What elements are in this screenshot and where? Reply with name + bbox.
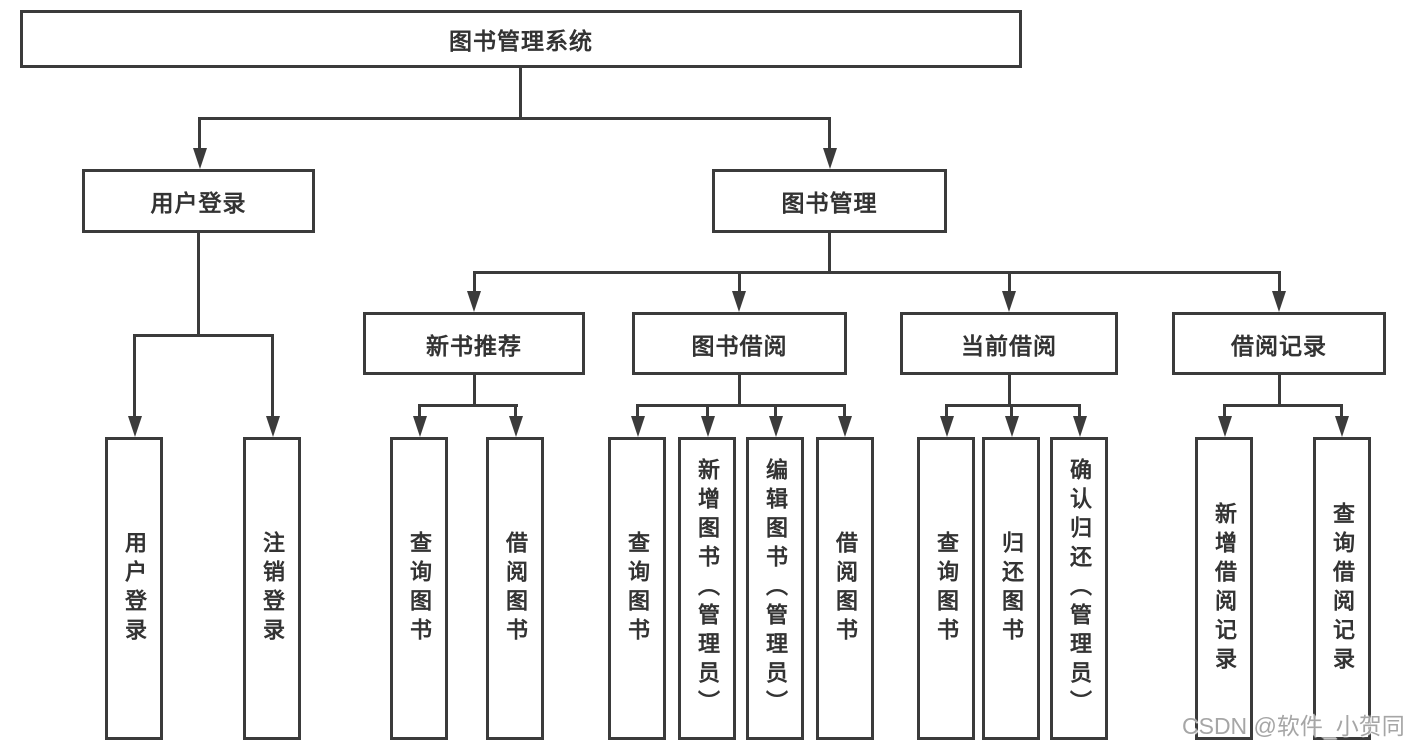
csdn-watermark: CSDN @软件_小贺同学 [1182, 713, 1405, 739]
connector-line [198, 117, 201, 151]
leaf-logout: 注销登录 [243, 437, 301, 740]
node-new-book-recommendation: 新书推荐 [363, 312, 585, 375]
leaf-user-login: 用户登录 [105, 437, 163, 740]
leaf-label: 编辑图书（管理员） [763, 458, 788, 719]
connector-line [1010, 404, 1013, 418]
arrow-down-icon [838, 416, 852, 437]
leaf-edit-book-admin: 编辑图书（管理员） [746, 437, 804, 740]
connector-line [1008, 271, 1011, 295]
node-book-borrowing: 图书借阅 [632, 312, 847, 375]
leaf-label: 查询图书 [934, 530, 959, 647]
leaf-add-borrow-record: 新增借阅记录 [1195, 437, 1253, 740]
leaf-label: 归还图书 [999, 530, 1024, 647]
leaf-return-books: 归还图书 [982, 437, 1040, 740]
connector-line [1008, 375, 1011, 407]
arrow-down-icon [823, 148, 837, 169]
leaf-label: 新增图书（管理员） [695, 458, 720, 719]
arrow-down-icon [1335, 416, 1349, 437]
node-book-management: 图书管理 [712, 169, 947, 233]
connector-line [271, 334, 274, 418]
connector-line [636, 404, 846, 407]
arrow-down-icon [193, 148, 207, 169]
node-current-borrowing: 当前借阅 [900, 312, 1118, 375]
connector-line [1223, 404, 1343, 407]
arrow-down-icon [1073, 416, 1087, 437]
connector-line [418, 404, 518, 407]
arrow-down-icon [509, 416, 523, 437]
leaf-label: 注销登录 [260, 530, 285, 647]
node-library-management-system: 图书管理系统 [20, 10, 1022, 68]
leaf-borrow-books: 借阅图书 [816, 437, 874, 740]
arrow-down-icon [769, 416, 783, 437]
connector-line [1340, 404, 1343, 418]
arrow-down-icon [467, 291, 481, 312]
arrow-down-icon [266, 416, 280, 437]
connector-line [828, 233, 831, 274]
connector-line [1278, 271, 1281, 295]
connector-line [519, 66, 522, 119]
leaf-label: 新增借阅记录 [1212, 501, 1237, 676]
leaf-label: 查询图书 [625, 530, 650, 647]
connector-line [473, 271, 1281, 274]
leaf-label: 借阅图书 [833, 530, 858, 647]
leaf-borrow-books: 借阅图书 [486, 437, 544, 740]
arrow-down-icon [940, 416, 954, 437]
leaf-label: 借阅图书 [503, 530, 528, 647]
connector-line [473, 375, 476, 407]
connector-line [197, 233, 200, 337]
arrow-down-icon [413, 416, 427, 437]
connector-line [198, 117, 831, 120]
arrow-down-icon [631, 416, 645, 437]
connector-line [738, 271, 741, 295]
connector-line [774, 404, 777, 418]
arrow-down-icon [128, 416, 142, 437]
arrow-down-icon [701, 416, 715, 437]
connector-line [1078, 404, 1081, 418]
connector-line [1278, 375, 1281, 407]
node-borrowing-records: 借阅记录 [1172, 312, 1386, 375]
connector-line [843, 404, 846, 418]
leaf-label: 查询图书 [407, 530, 432, 647]
node-user-login: 用户登录 [82, 169, 315, 233]
connector-line [1223, 404, 1226, 418]
connector-line [473, 271, 476, 295]
arrow-down-icon [1218, 416, 1232, 437]
connector-line [133, 334, 274, 337]
leaf-search-borrow-record: 查询借阅记录 [1313, 437, 1371, 740]
leaf-search-books: 查询图书 [390, 437, 448, 740]
connector-line [945, 404, 948, 418]
connector-line [706, 404, 709, 418]
arrow-down-icon [1002, 291, 1016, 312]
leaf-search-books: 查询图书 [608, 437, 666, 740]
connector-line [636, 404, 639, 418]
connector-line [828, 117, 831, 151]
leaf-label: 查询借阅记录 [1330, 501, 1355, 676]
connector-line [945, 404, 1081, 407]
leaf-add-book-admin: 新增图书（管理员） [678, 437, 736, 740]
connector-line [133, 334, 136, 418]
arrow-down-icon [1272, 291, 1286, 312]
leaf-search-books: 查询图书 [917, 437, 975, 740]
connector-line [514, 404, 517, 418]
leaf-label: 用户登录 [122, 530, 147, 647]
leaf-label: 确认归还（管理员） [1067, 458, 1092, 719]
connector-line [418, 404, 421, 418]
leaf-confirm-return-admin: 确认归还（管理员） [1050, 437, 1108, 740]
arrow-down-icon [1005, 416, 1019, 437]
connector-line [738, 375, 741, 407]
arrow-down-icon [732, 291, 746, 312]
